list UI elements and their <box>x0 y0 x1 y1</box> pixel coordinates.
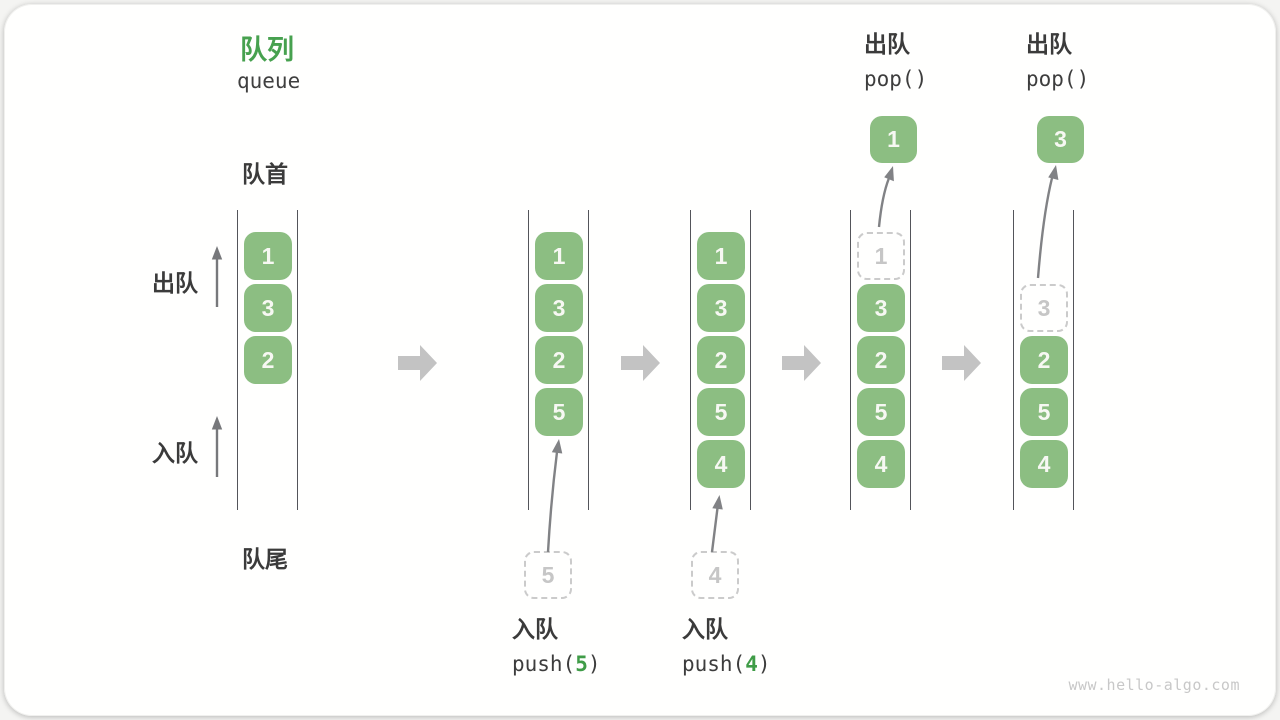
queue-cell: 3 <box>535 284 583 332</box>
queue-front-label: 队首 <box>242 161 288 187</box>
queue-cell: 4 <box>1020 440 1068 488</box>
queue-cell: 1 <box>535 232 583 280</box>
queue-cell: 2 <box>244 336 292 384</box>
queue-column-3 <box>690 210 751 510</box>
dequeue-op-label: 出队 <box>864 31 910 57</box>
push-arg: 4 <box>745 652 758 676</box>
queue-column-4 <box>850 210 911 510</box>
queue-column-1 <box>237 210 298 510</box>
queue-cell: 4 <box>857 440 905 488</box>
queue-cell: 5 <box>535 388 583 436</box>
push-arg: 5 <box>575 652 588 676</box>
pop-operation-label: 出队 pop() <box>1026 27 1089 97</box>
pop-code-label: pop() <box>864 67 928 91</box>
dequeue-direction-label: 出队 <box>152 270 198 296</box>
queue-cell: 5 <box>857 388 905 436</box>
queue-cell: 2 <box>857 336 905 384</box>
queue-cell: 3 <box>244 284 292 332</box>
popped-cell: 3 <box>1037 116 1084 163</box>
incoming-ghost-cell: 4 <box>691 551 739 599</box>
queue-rear-label: 队尾 <box>242 546 288 572</box>
diagram-card <box>4 4 1276 716</box>
dequeue-op-label: 出队 <box>1026 31 1072 57</box>
push-operation-label: 入队 push(5) <box>512 612 601 682</box>
pop-code-label: pop() <box>1026 67 1090 91</box>
page-title: 队列 <box>240 35 294 65</box>
queue-column-2 <box>528 210 589 510</box>
enqueue-op-label: 入队 <box>682 616 728 642</box>
queue-cell: 5 <box>1020 388 1068 436</box>
queue-cell: 2 <box>697 336 745 384</box>
enqueue-op-label: 入队 <box>512 616 558 642</box>
queue-cell: 1 <box>244 232 292 280</box>
ghost-cell: 3 <box>1020 284 1068 332</box>
queue-cell: 2 <box>535 336 583 384</box>
popped-cell: 1 <box>870 116 917 163</box>
incoming-ghost-cell: 5 <box>524 551 572 599</box>
queue-cell: 4 <box>697 440 745 488</box>
queue-cell: 3 <box>697 284 745 332</box>
pop-operation-label: 出队 pop() <box>864 27 927 97</box>
queue-cell: 5 <box>697 388 745 436</box>
push-code-label: push(4) <box>682 652 771 676</box>
page-subtitle: queue <box>237 69 301 93</box>
queue-column-5 <box>1013 210 1074 510</box>
queue-cell: 1 <box>697 232 745 280</box>
push-operation-label: 入队 push(4) <box>682 612 771 682</box>
watermark: www.hello-algo.com <box>1068 676 1240 694</box>
push-code-label: push(5) <box>512 652 601 676</box>
enqueue-direction-label: 入队 <box>152 440 198 466</box>
ghost-cell: 1 <box>857 232 905 280</box>
queue-cell: 3 <box>857 284 905 332</box>
queue-cell: 2 <box>1020 336 1068 384</box>
